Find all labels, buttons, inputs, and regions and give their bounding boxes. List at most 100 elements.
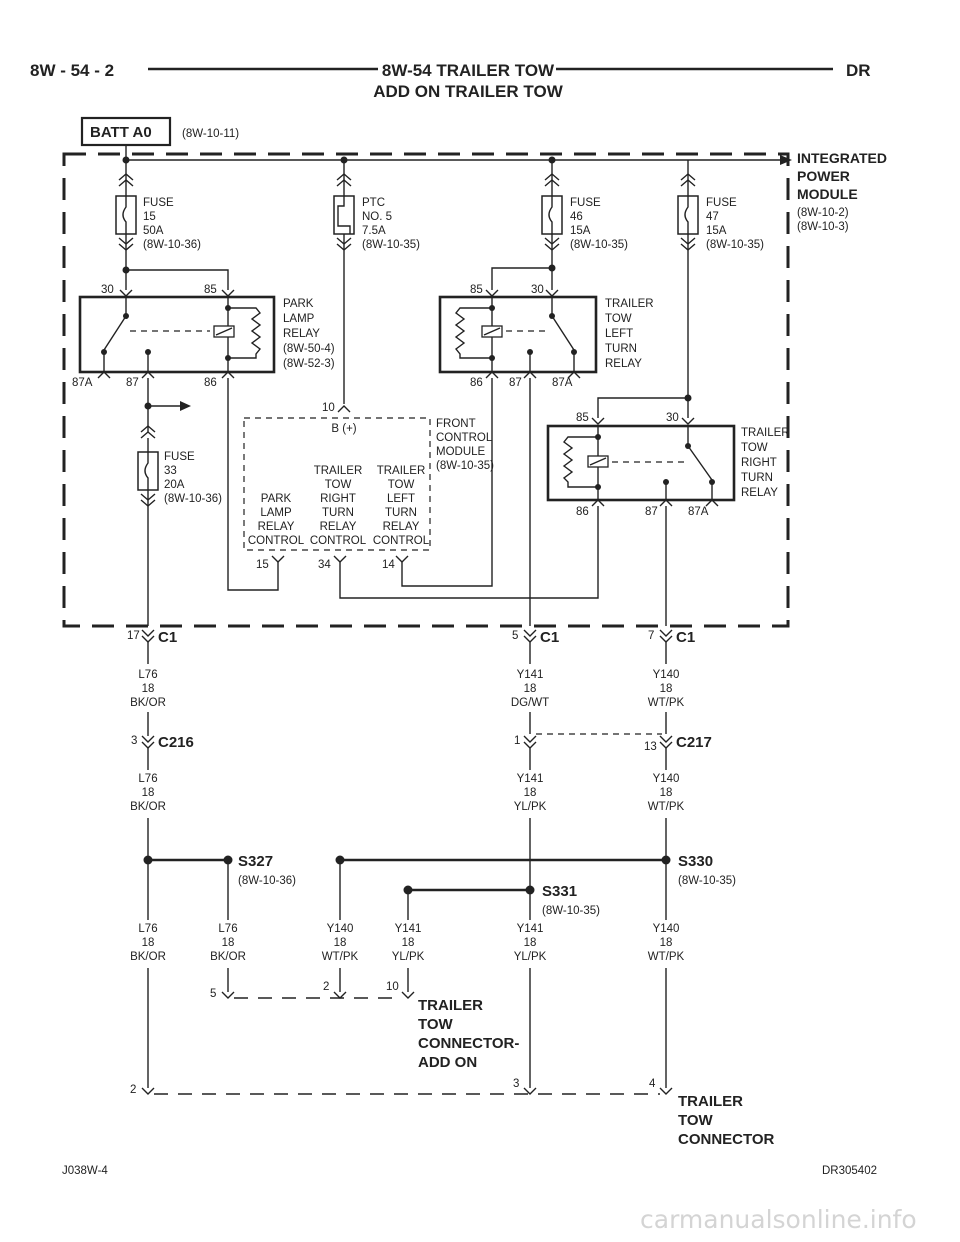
bus-arrow-icon (780, 155, 792, 165)
right-pin-86: 86 (576, 506, 589, 518)
w10-color: YL/PK (392, 951, 425, 963)
fuse46-l2: 46 (570, 211, 583, 223)
c216-pin: 3 (131, 735, 137, 747)
ptc5-l1: PTC (362, 197, 385, 209)
w7-gauge: 18 (142, 937, 155, 949)
w8-code: L76 (218, 923, 237, 935)
right-relay-l1: TRAILER (741, 427, 790, 439)
addon-pin-2: 2 (323, 981, 329, 993)
w11-color: YL/PK (514, 951, 547, 963)
w2-code: Y141 (517, 669, 544, 681)
ptc5-l2: NO. 5 (362, 211, 392, 223)
park-pin-86: 86 (204, 377, 217, 389)
park-relay-l5: (8W-52-3) (283, 358, 335, 370)
park-relay-l1: PARK (283, 298, 314, 310)
batt-ref: (8W-10-11) (182, 128, 239, 140)
fuse15-l4: (8W-10-36) (143, 239, 201, 251)
c1-pin-17: 17 (127, 630, 140, 642)
c1-pin-7: 7 (648, 630, 654, 642)
fuse-33 (137, 425, 159, 626)
fuse33-l3: 20A (164, 479, 185, 491)
w5-code: Y141 (517, 773, 544, 785)
s331-splice (403, 885, 535, 895)
park-relay-l3: RELAY (283, 328, 320, 340)
w6-color: WT/PK (648, 801, 685, 813)
w1-color: BK/OR (130, 697, 166, 709)
c1-pin-5: 5 (512, 630, 518, 642)
fcm-c2-6: CONTROL (310, 535, 367, 547)
c1-label-1: C1 (158, 629, 177, 646)
w6-gauge: 18 (660, 787, 673, 799)
right-pin-87a: 87A (688, 506, 709, 518)
tow-label-2: TOW (678, 1112, 714, 1129)
fcm-l1: FRONT (436, 418, 476, 430)
fuse15-l3: 50A (143, 225, 164, 237)
watermark: carmanualsonline.info (640, 1205, 917, 1234)
w2-gauge: 18 (524, 683, 537, 695)
w8-gauge: 18 (222, 937, 235, 949)
fuse-46 (541, 160, 563, 268)
fuse47-l3: 15A (706, 225, 727, 237)
park-pin-87a: 87A (72, 377, 93, 389)
s330-ref: (8W-10-35) (678, 875, 736, 887)
left-turn-relay (438, 264, 598, 379)
fcm-c1-3: RELAY (258, 521, 295, 533)
w12-color: WT/PK (648, 951, 685, 963)
fcm-l2: CONTROL (436, 432, 493, 444)
left-relay-l3: LEFT (605, 328, 633, 340)
branch-arrow-icon (180, 401, 191, 411)
w5-color: YL/PK (514, 801, 547, 813)
right-pin-87: 87 (645, 506, 658, 518)
ptc5-l3: 7.5A (362, 225, 386, 237)
s330-splice (335, 855, 671, 865)
s327-label: S327 (238, 853, 273, 870)
right-relay-l3: RIGHT (741, 457, 777, 469)
fuse33-l4: (8W-10-36) (164, 493, 222, 505)
right-relay-l2: TOW (741, 442, 768, 454)
ipm-label-2: POWER (797, 168, 850, 184)
w1-code: L76 (138, 669, 157, 681)
left-pin-87a: 87A (552, 377, 573, 389)
c216-connector (141, 735, 155, 770)
fuse47-l1: FUSE (706, 197, 737, 209)
w2-color: DG/WT (511, 697, 549, 709)
fcm-bplus: B (+) (331, 423, 356, 435)
fcm-pin-14: 14 (382, 559, 395, 571)
ipm-outline (62, 152, 790, 628)
trailer-tow-connector (141, 1087, 673, 1095)
fcm-c2-5: RELAY (320, 521, 357, 533)
w3-color: WT/PK (648, 697, 685, 709)
fcm-c3-4: TURN (385, 507, 417, 519)
fuse47-l2: 47 (706, 211, 719, 223)
fcm-c3-3: LEFT (387, 493, 415, 505)
w6-code: Y140 (653, 773, 680, 785)
c1-connector (141, 629, 673, 664)
c1-label-3: C1 (676, 629, 695, 646)
c217-pin-1: 1 (514, 735, 520, 747)
park-pin-85: 85 (204, 284, 217, 296)
park-lamp-relay (78, 266, 276, 379)
c1-label-2: C1 (540, 629, 559, 646)
fcm-c3-6: CONTROL (373, 535, 430, 547)
park-pin-87: 87 (126, 377, 139, 389)
fcm-c3-2: TOW (388, 479, 415, 491)
fcm-l4: (8W-10-35) (436, 460, 494, 472)
w8-color: BK/OR (210, 951, 246, 963)
right-relay-l5: RELAY (741, 487, 778, 499)
fuse46-l3: 15A (570, 225, 591, 237)
left-pin-85: 85 (470, 284, 483, 296)
s327-splice (143, 855, 233, 865)
w10-code: Y141 (395, 923, 422, 935)
addon-pin-10: 10 (386, 981, 399, 993)
w1-gauge: 18 (142, 683, 155, 695)
w12-gauge: 18 (660, 937, 673, 949)
left-relay-l5: RELAY (605, 358, 642, 370)
w4-code: L76 (138, 773, 157, 785)
w5-gauge: 18 (524, 787, 537, 799)
tow-label-3: CONNECTOR (678, 1131, 775, 1148)
addon-label-4: ADD ON (418, 1054, 477, 1071)
ipm-ref-1: (8W-10-2) (797, 207, 849, 219)
fcm-l3: MODULE (436, 446, 486, 458)
fcm-c1-4: CONTROL (248, 535, 305, 547)
c217-connector (523, 733, 673, 770)
